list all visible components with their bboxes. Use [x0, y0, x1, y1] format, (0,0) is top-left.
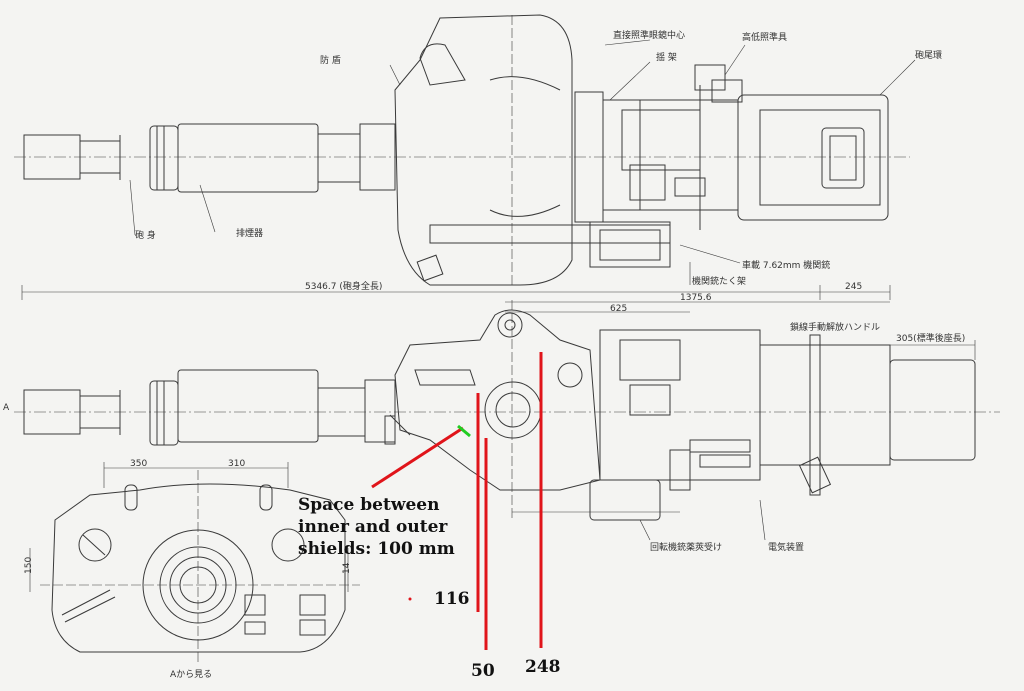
- dim-1375: 1375.6: [680, 293, 712, 303]
- label-manual-release: 鎖線手動解放ハンドル: [790, 321, 880, 333]
- label-recoil: 排煙器: [236, 227, 263, 239]
- front-view: [29, 462, 360, 665]
- dim-310: 310: [228, 459, 245, 469]
- top-view: [14, 14, 916, 313]
- label-sight-center: 直接照準眼鏡中心: [613, 29, 685, 41]
- dim-350: 350: [130, 459, 147, 469]
- dim-625: 625: [610, 304, 627, 314]
- shield-gap-marker: [457, 424, 471, 438]
- label-shield: 防 盾: [320, 54, 341, 66]
- value-116: 116: [434, 589, 470, 609]
- label-breech-ring: 砲尾環: [915, 49, 942, 61]
- label-view-a: Aから見る: [170, 669, 212, 680]
- label-electrical: 電気装置: [768, 541, 804, 553]
- dim-14: 14: [342, 562, 352, 574]
- label-barrel: 砲 身: [135, 229, 156, 241]
- label-deflector: 回転機銃薬莢受け: [650, 541, 722, 553]
- side-view: [14, 300, 1000, 541]
- shield-space-annotation: Space between inner and outer shields: 1…: [298, 495, 455, 559]
- drawing-labels: 防 盾 直接照準眼鏡中心 揺 架 高低照準具 砲尾環 砲 身 排煙器 車載 7.…: [3, 29, 965, 680]
- value-50: 50: [471, 661, 495, 681]
- label-arrow-a: A: [3, 403, 10, 413]
- annotations: [371, 352, 543, 650]
- red-dot: [408, 597, 412, 601]
- dim-total-length: 5346.7 (砲身全長): [305, 280, 382, 292]
- label-mg-mount: 機関銃たく架: [692, 275, 746, 287]
- annotation-arrow: [371, 426, 464, 489]
- dim-150: 150: [24, 557, 34, 574]
- label-coax-mg: 車載 7.62mm 機関銃: [742, 259, 830, 271]
- label-recoil-length: 305(標準後座長): [896, 332, 965, 344]
- dim-245: 245: [845, 282, 862, 292]
- label-elevation-gear: 高低照準具: [742, 31, 787, 43]
- label-cradle: 揺 架: [656, 51, 677, 63]
- value-248: 248: [525, 657, 561, 677]
